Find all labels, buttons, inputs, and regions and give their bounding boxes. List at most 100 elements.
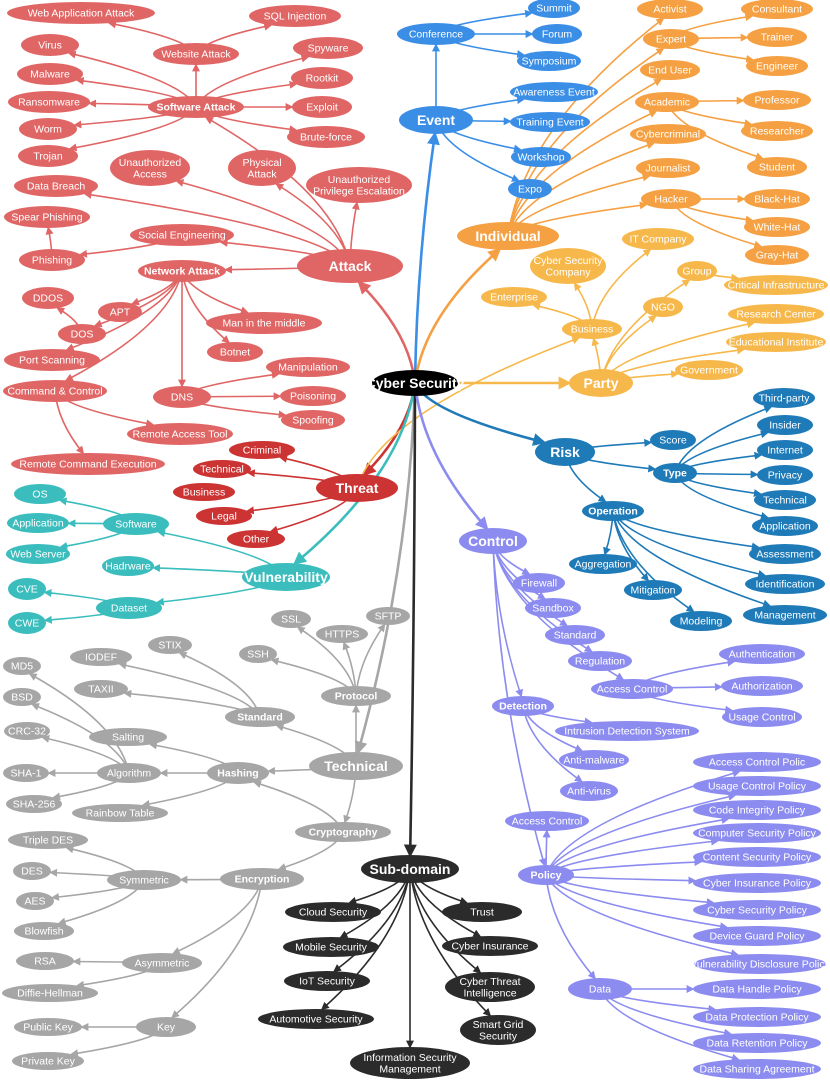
node-unauth-priv-shape [306, 167, 412, 203]
node-hacker-label: Hacker [654, 194, 688, 206]
node-remote-cmd-exec-label: Remote Command Execution [19, 459, 156, 471]
node-social-engineering: Social Engineering [130, 224, 234, 246]
node-insider-shape [757, 415, 813, 435]
node-asymmetric-label: Asymmetric [135, 958, 190, 970]
node-cve-shape [8, 578, 46, 600]
node-sandbox-shape [525, 598, 581, 618]
node-rsa: RSA [16, 952, 74, 970]
node-cwe: CWE [8, 612, 46, 634]
node-usage-control-policy-shape [693, 776, 821, 796]
node-web-app-attack-shape [7, 2, 155, 24]
node-network-attack-shape [138, 260, 226, 282]
node-sql-injection: SQL Injection [249, 5, 341, 27]
node-business-label: Business [183, 487, 226, 499]
node-aggregation-label: Aggregation [575, 559, 632, 571]
node-subdomain-shape [361, 855, 459, 883]
node-brute-force-shape [287, 126, 365, 148]
node-malware-shape [17, 63, 83, 85]
node-remote-access-tool-label: Remote Access Tool [133, 429, 228, 441]
node-root-label: Cyber Security [366, 375, 465, 391]
node-ransomware: Ransomware [8, 91, 90, 113]
node-network-attack: Network Attack [138, 260, 226, 282]
node-iot-security: IoT Security [284, 971, 370, 991]
node-cyber-security-policy-label: Cyber Security Policy [707, 905, 808, 917]
node-operation-label: Operation [588, 506, 638, 518]
node-workshop-shape [511, 147, 571, 167]
node-data-shape [568, 978, 632, 1000]
node-data: Data [568, 978, 632, 1000]
node-authorization-shape [721, 676, 803, 696]
node-encryption: Encryption [220, 868, 304, 890]
node-data-sharing-agreement-label: Data Sharing Agreement [700, 1064, 815, 1076]
node-awareness-event-label: Awareness Event [513, 87, 595, 99]
node-dns-shape [153, 386, 211, 408]
node-command-control-shape [3, 380, 107, 402]
node-authentication-shape [719, 644, 805, 664]
node-md5: MD5 [3, 657, 41, 675]
node-trainer-label: Trainer [761, 32, 794, 44]
node-expert: Expert [643, 29, 699, 49]
node-sftp-shape [366, 607, 410, 625]
node-data-protection-policy-label: Data Protection Policy [705, 1012, 809, 1024]
node-symmetric: Symmetric [107, 870, 181, 890]
node-training-event-shape [510, 112, 590, 132]
node-firewall-shape [513, 573, 565, 593]
node-sha1-label: SHA-1 [11, 768, 42, 780]
node-usage-control-shape [722, 707, 802, 727]
node-taxii-shape [74, 680, 128, 698]
node-command-control-label: Command & Control [7, 386, 102, 398]
node-data-handle-policy-shape [693, 979, 821, 999]
node-symposium-shape [517, 51, 581, 71]
node-phishing-label: Phishing [32, 255, 72, 267]
node-exploit-label: Exploit [306, 102, 338, 114]
node-iodef: IODEF [70, 648, 132, 666]
edge-standard-to-stix [178, 651, 261, 718]
node-workshop-label: Workshop [517, 152, 564, 164]
node-trainer: Trainer [747, 27, 807, 47]
node-exploit-shape [292, 96, 352, 118]
node-forum-shape [532, 24, 582, 44]
node-port-scanning-shape [4, 349, 100, 371]
node-private-key: Private Key [12, 1052, 84, 1070]
node-threat-label: Threat [336, 480, 379, 496]
node-rootkit-label: Rootkit [306, 73, 339, 85]
node-event: Event [399, 106, 473, 134]
node-assessment: Assessment [749, 544, 821, 564]
node-management-shape [743, 605, 827, 625]
node-web-server-shape [6, 544, 70, 564]
edge-algorithm-to-md5 [28, 673, 130, 774]
node-engineer-shape [746, 56, 808, 76]
node-spoofing-shape [281, 410, 345, 430]
node-cyber-insurance-policy: Cyber Insurance Policy [693, 873, 821, 893]
node-cs-company-shape [530, 248, 606, 284]
node-os: OS [14, 484, 66, 504]
node-md5-shape [3, 657, 41, 675]
node-researcher: Researcher [741, 121, 813, 141]
node-operation-shape [582, 501, 644, 521]
node-algorithm: Algorithm [97, 763, 161, 783]
node-content-security-policy-label: Content Security Policy [703, 852, 812, 864]
node-policy-access-control-shape [505, 811, 589, 831]
node-website-attack-label: Website Attack [161, 49, 231, 61]
node-black-hat-label: Black-Hat [754, 194, 800, 206]
node-authorization: Authorization [721, 676, 803, 696]
node-encryption-shape [220, 868, 304, 890]
node-https-shape [316, 625, 368, 643]
node-trust: Trust [442, 902, 522, 922]
node-risk-label: Risk [550, 444, 580, 460]
node-symposium-label: Symposium [522, 56, 577, 68]
node-data-breach-shape [14, 175, 98, 197]
node-black-hat-shape [744, 189, 810, 209]
node-root-shape [372, 370, 458, 396]
node-access-control-policy: Access Control Polic [693, 752, 821, 772]
node-vulnerability: Vulnerability [242, 563, 330, 591]
node-identification: Identification [745, 574, 825, 594]
node-os-shape [14, 484, 66, 504]
node-activist: Activist [637, 0, 703, 19]
node-data-label: Data [589, 984, 611, 996]
node-control-shape [459, 528, 527, 554]
node-cve: CVE [8, 578, 46, 600]
